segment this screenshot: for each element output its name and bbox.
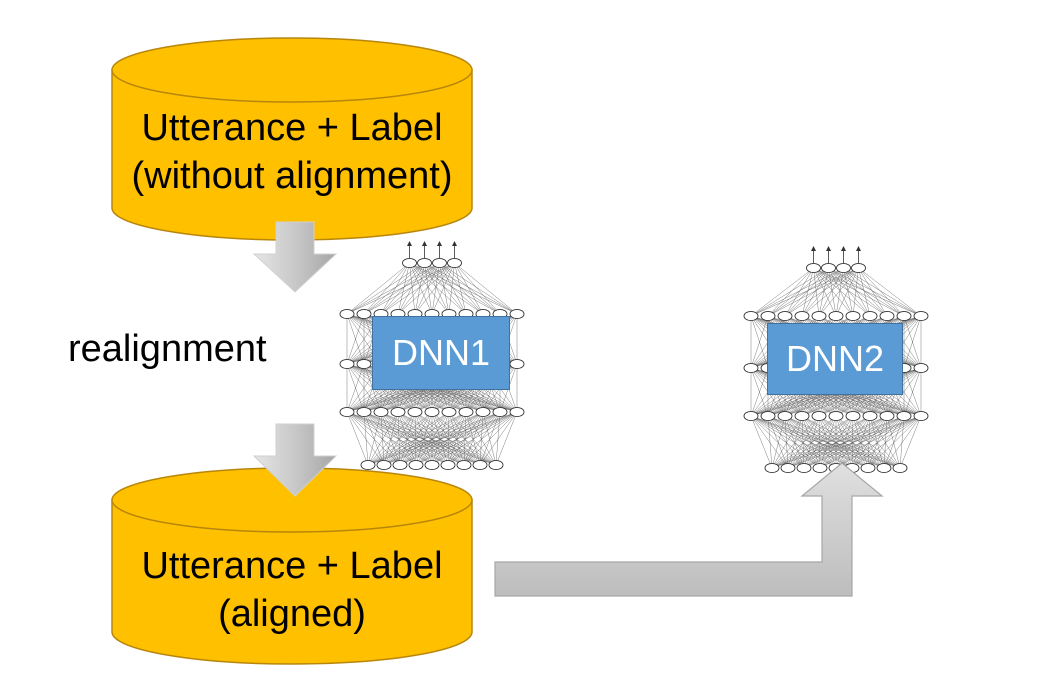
bottom-database-line2: (aligned) — [218, 593, 366, 635]
network-output-arrows — [811, 246, 861, 263]
top-database-line1: Utterance + Label — [141, 107, 443, 149]
top-database-line2: (without alignment) — [131, 155, 453, 197]
realignment-label: realignment — [68, 328, 267, 370]
dnn1-label-box: DNN1 — [372, 316, 510, 390]
bottom-database-line1: Utterance + Label — [141, 545, 443, 587]
down-arrow-bottom — [252, 423, 338, 497]
down-arrow-top — [252, 221, 338, 293]
dnn2-label-box: DNN2 — [767, 323, 903, 395]
top-database-label: Utterance + Label (without alignment) — [112, 104, 472, 200]
top-database-cylinder — [111, 37, 473, 241]
bottom-database-cylinder — [111, 467, 473, 665]
network-nodes — [339, 257, 525, 471]
elbow-arrow-to-dnn2 — [494, 462, 884, 597]
network-output-arrows — [407, 241, 457, 258]
bottom-database-label: Utterance + Label (aligned) — [112, 542, 472, 638]
